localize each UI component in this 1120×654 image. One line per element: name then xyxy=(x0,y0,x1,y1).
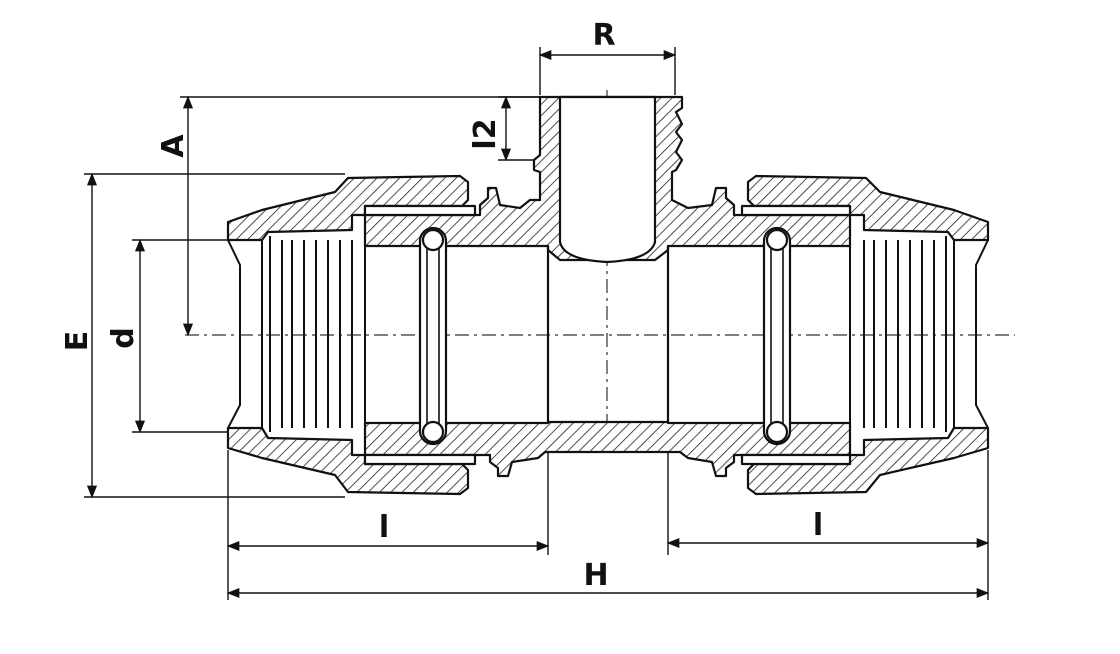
label-r: R xyxy=(592,18,615,53)
left-thread-lines xyxy=(227,236,366,432)
right-ring-top xyxy=(740,204,852,217)
left-ring-top xyxy=(363,204,477,217)
label-a: A xyxy=(156,134,191,158)
right-o-ring-bottom-section xyxy=(765,420,789,444)
left-compression-nut xyxy=(226,174,477,496)
right-nut-top xyxy=(746,174,990,242)
right-nut-bottom xyxy=(746,426,990,496)
label-l2: l2 xyxy=(468,118,503,149)
right-ring-bottom xyxy=(740,453,852,466)
tee-body xyxy=(363,95,852,478)
left-o-ring-top-section xyxy=(421,228,445,252)
right-compression-nut xyxy=(740,174,990,496)
o-rings xyxy=(418,226,792,446)
dimension-labels: R l2 A E d l l H xyxy=(60,18,823,593)
dimension-lines xyxy=(84,47,990,600)
branch-bore xyxy=(558,95,657,264)
label-h: H xyxy=(583,558,608,593)
left-ring-bottom xyxy=(363,453,477,466)
label-l-right: l xyxy=(813,508,823,543)
label-d: d xyxy=(106,327,141,348)
left-nut-bottom xyxy=(226,426,470,496)
left-o-ring-bottom-section xyxy=(421,420,445,444)
right-o-ring-inner xyxy=(770,239,784,433)
left-nut-top xyxy=(226,174,470,242)
body-bottom-wall xyxy=(363,420,852,478)
right-o-ring-top-section xyxy=(765,228,789,252)
label-e: E xyxy=(60,331,95,352)
left-o-ring-inner xyxy=(426,239,440,433)
right-thread-lines xyxy=(849,236,989,432)
label-l-left: l xyxy=(379,510,389,545)
